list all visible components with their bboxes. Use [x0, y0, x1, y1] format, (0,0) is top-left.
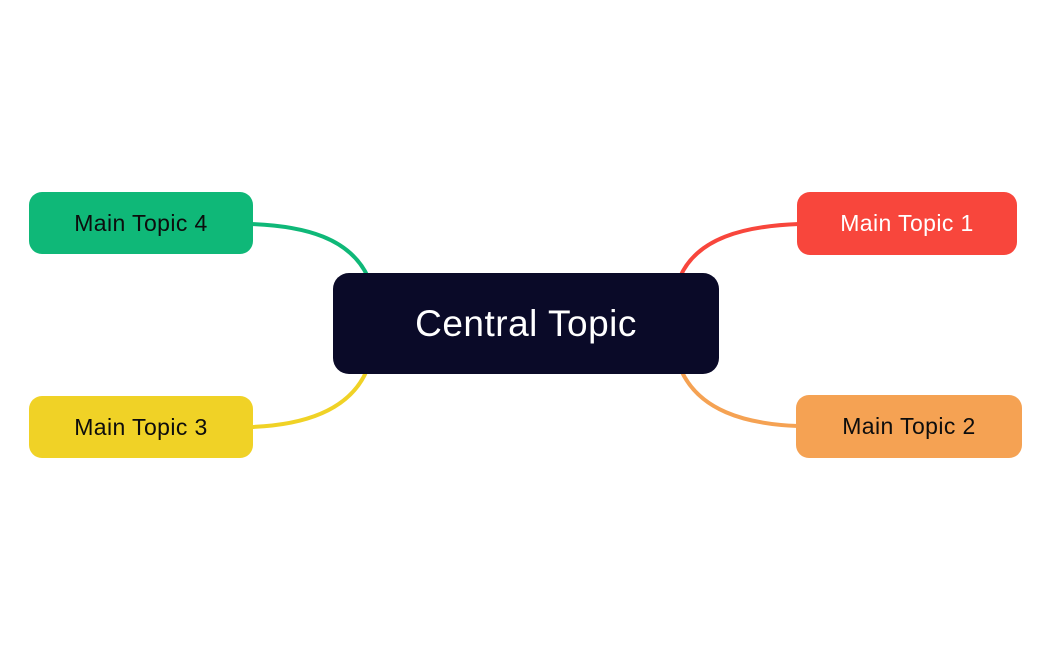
main-topic-3-label: Main Topic 3	[74, 413, 208, 440]
central-topic-label: Central Topic	[415, 302, 637, 344]
main-topic-2-label: Main Topic 2	[842, 413, 976, 439]
central-topic-node[interactable]: Central Topic	[333, 273, 719, 374]
node-main-topic-2[interactable]: Main Topic 2	[796, 395, 1022, 458]
connector-main-topic-3	[249, 368, 369, 429]
main-topic-4-label: Main Topic 4	[74, 209, 208, 236]
node-main-topic-4[interactable]: Main Topic 4	[29, 192, 253, 254]
connector-main-topic-1	[678, 222, 801, 279]
main-topic-1-label: Main Topic 1	[840, 210, 974, 236]
node-main-topic-3[interactable]: Main Topic 3	[29, 396, 253, 458]
connector-main-topic-4	[249, 222, 370, 279]
connector-main-topic-2	[679, 368, 800, 428]
node-main-topic-1[interactable]: Main Topic 1	[797, 192, 1017, 255]
